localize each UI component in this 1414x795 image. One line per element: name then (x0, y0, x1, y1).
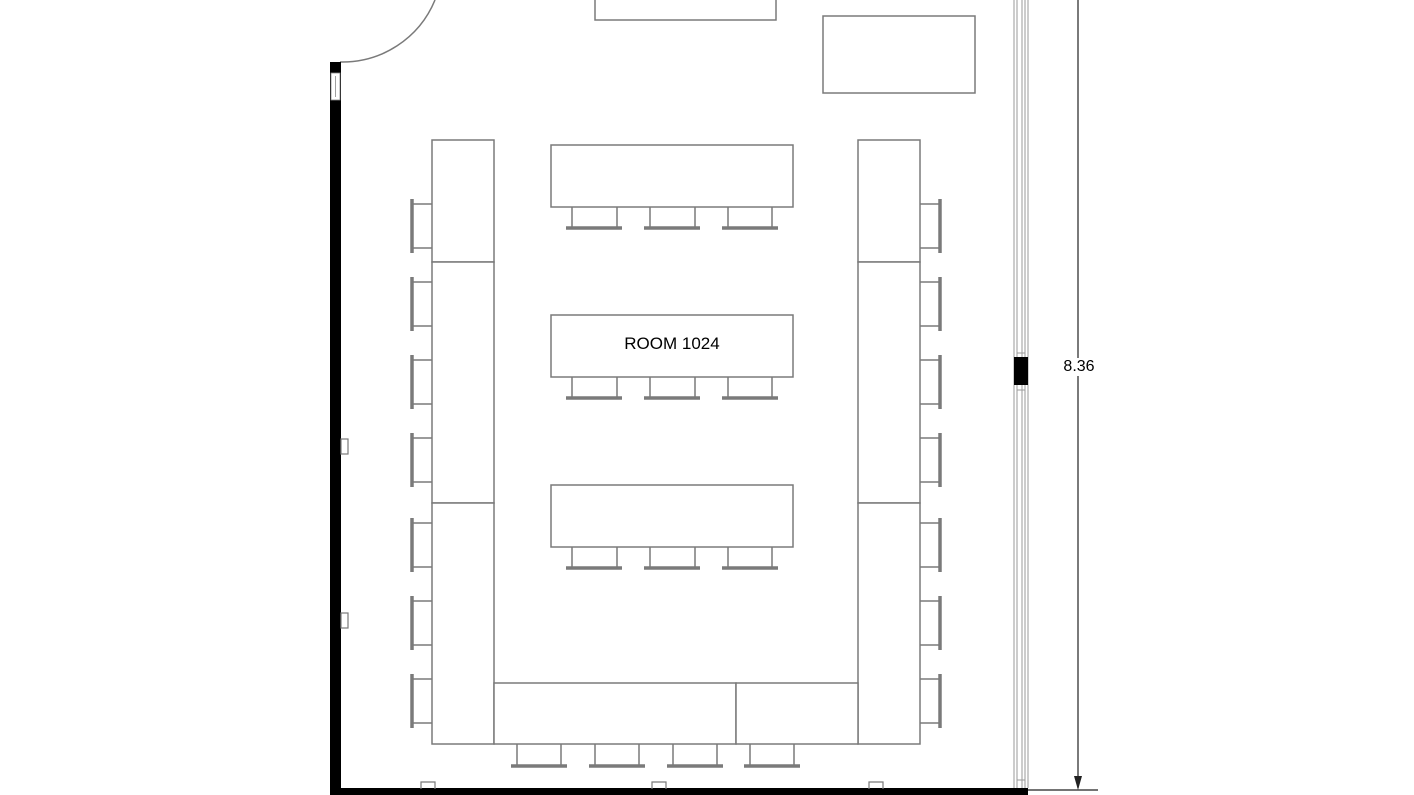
outlet (651, 781, 667, 789)
left-tables (431, 139, 495, 745)
bottom-wall (330, 788, 1028, 795)
left-wall (330, 62, 341, 795)
window-wall (1013, 0, 1029, 788)
bottom-tables (493, 682, 859, 745)
outlet (340, 438, 349, 455)
window-mullion (1014, 357, 1028, 385)
bottom-chairs (511, 744, 800, 768)
center-tables (550, 144, 794, 548)
right-tables (857, 139, 921, 745)
outlet (868, 781, 884, 789)
outlet (420, 781, 436, 789)
top-tables (594, 0, 976, 94)
center-chairs (566, 207, 778, 570)
dimension-line (1028, 0, 1098, 791)
dimension-label: 8.36 (1052, 358, 1106, 376)
outlet (340, 612, 349, 629)
right-chairs (920, 199, 942, 728)
door-swing-arc (339, 0, 436, 63)
left-chairs (410, 199, 432, 728)
room-label: ROOM 1024 (624, 334, 720, 353)
